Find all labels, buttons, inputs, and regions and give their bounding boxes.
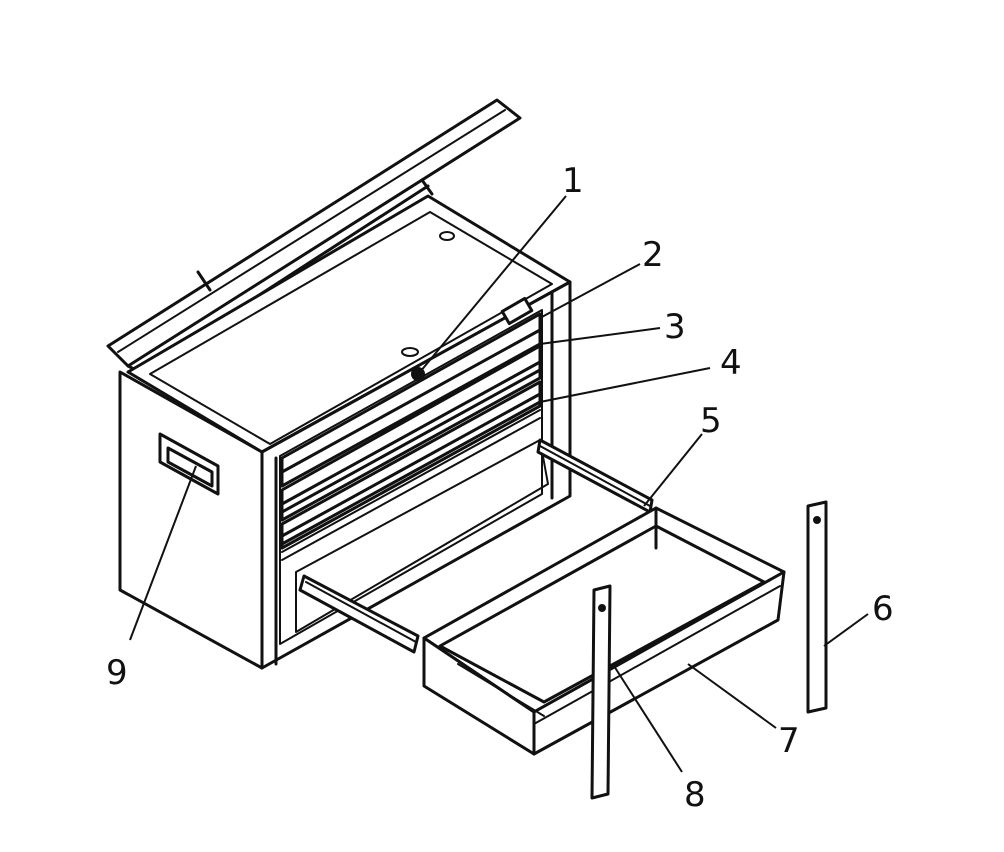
callout-5: 5 — [700, 401, 722, 441]
callout-6: 6 — [872, 589, 894, 629]
leader-lines — [129, 195, 869, 773]
callout-8: 8 — [684, 775, 706, 815]
callout-labels: 1 2 3 4 5 6 7 8 9 — [106, 161, 894, 815]
top-fittings — [401, 231, 534, 381]
side-handle — [158, 432, 220, 496]
slide-strip — [806, 500, 828, 714]
drawer-fronts — [280, 312, 542, 561]
callout-1: 1 — [562, 161, 584, 201]
drawer-liner-strip — [590, 584, 612, 800]
drawer-opening — [295, 439, 549, 633]
callout-3: 3 — [664, 307, 686, 347]
drawer-slide-left — [298, 574, 420, 654]
callout-9: 9 — [106, 653, 128, 693]
callout-7: 7 — [778, 721, 800, 761]
callout-4: 4 — [720, 343, 742, 383]
callout-2: 2 — [642, 235, 664, 275]
